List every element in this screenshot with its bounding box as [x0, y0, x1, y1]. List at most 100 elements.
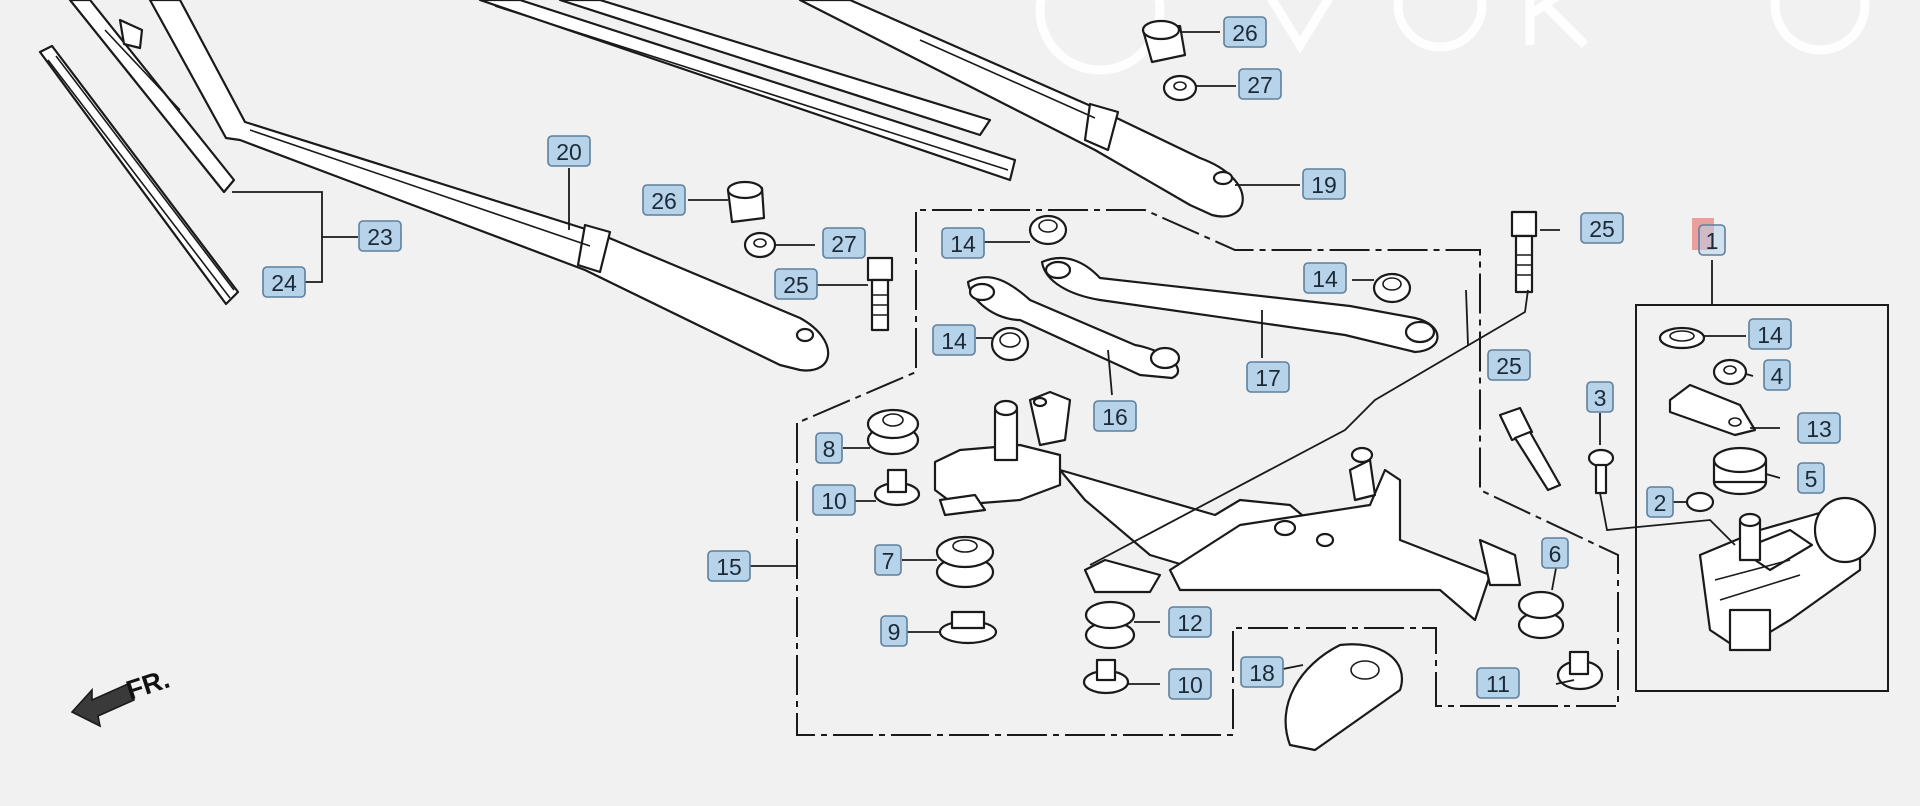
callout-17: 17 [1246, 361, 1290, 393]
grommet-8 [866, 408, 920, 456]
bushing-14-b [990, 326, 1030, 362]
cap-26-upper [1141, 19, 1187, 64]
callout-26: 26 [1223, 16, 1267, 48]
callout-19: 19 [1302, 168, 1346, 200]
callout-15: 15 [707, 550, 751, 582]
callout-box [880, 615, 908, 647]
callout-box [707, 550, 751, 582]
callout-box [1487, 349, 1531, 381]
callout-box [941, 227, 985, 259]
callout-16: 16 [1093, 400, 1137, 432]
linkage-bar [1058, 446, 1522, 622]
callout-number: 16 [1102, 404, 1128, 430]
callout-8: 8 [815, 432, 843, 464]
callout-27: 27 [822, 227, 866, 259]
callout-number: 10 [1177, 672, 1203, 698]
callout-number: 26 [651, 188, 677, 214]
callout-box [874, 544, 902, 576]
arrow-icon [70, 682, 136, 728]
callout-number: 14 [941, 328, 967, 354]
callout-number: 6 [1549, 541, 1562, 567]
callout-box [1797, 462, 1825, 494]
bolt-25-right-top [1510, 210, 1538, 294]
pivot-assembly [933, 390, 1072, 517]
callout-12: 12 [1168, 606, 1212, 638]
callout-number: 24 [271, 270, 297, 296]
callout-box [1476, 667, 1520, 699]
callout-7: 7 [874, 544, 902, 576]
callout-box [774, 268, 818, 300]
bushing-5 [1712, 446, 1768, 496]
callout-number: 3 [1594, 385, 1607, 411]
collar-9 [938, 610, 998, 645]
cap-2 [1685, 491, 1715, 513]
callout-4: 4 [1763, 359, 1791, 391]
callout-14: 14 [941, 227, 985, 259]
callout-number: 1 [1706, 228, 1719, 254]
callout-14: 14 [932, 324, 976, 356]
callout-10: 10 [1168, 668, 1212, 700]
callout-25: 25 [1487, 349, 1531, 381]
bolt-3 [1587, 448, 1615, 495]
seal-14-d [1658, 326, 1706, 350]
callout-number: 4 [1771, 363, 1784, 389]
wiper-arm-19 [798, 0, 1244, 218]
wiper-motor [1698, 496, 1877, 652]
callout-9: 9 [880, 615, 908, 647]
callout-3: 3 [1586, 381, 1614, 413]
callout-13: 13 [1797, 412, 1841, 444]
front-direction-arrow: FR. [70, 664, 174, 728]
grommet-7 [935, 535, 995, 589]
callout-number: 25 [783, 272, 809, 298]
front-indicator-label: FR. [123, 664, 174, 706]
callout-box [1303, 262, 1347, 294]
callout-box [358, 220, 402, 252]
collar-10-b [1082, 658, 1130, 695]
callout-box [932, 324, 976, 356]
callout-box [1223, 16, 1267, 48]
bolt-25-center [1498, 406, 1562, 492]
wiper-blade-upper [478, 0, 1017, 182]
wiper-blade-24 [38, 44, 240, 306]
callout-box [812, 484, 856, 516]
watermark [1035, 0, 1870, 75]
leader-lines [568, 31, 1781, 685]
wiper-blade-23 [68, 0, 236, 194]
callout-box [1580, 212, 1624, 244]
callout-number: 25 [1496, 353, 1522, 379]
callout-box [547, 135, 591, 167]
bushing-14-c [1372, 272, 1412, 304]
callout-number: 10 [821, 488, 847, 514]
callout-box [1302, 168, 1346, 200]
callout-number: 14 [950, 231, 976, 257]
callout-box [1168, 668, 1212, 700]
callout-11: 11 [1476, 667, 1520, 699]
group-box-1 [1635, 304, 1889, 692]
grommet-6 [1517, 590, 1565, 640]
callout-number: 15 [716, 554, 742, 580]
bolt-25-left [866, 256, 894, 332]
callout-14: 14 [1303, 262, 1347, 294]
callout-number: 2 [1654, 490, 1667, 516]
callout-box [1541, 537, 1569, 569]
callout-number: 23 [367, 224, 393, 250]
callout-box [262, 266, 306, 298]
callout-box [1748, 318, 1792, 350]
callout-number: 20 [556, 139, 582, 165]
callout-box [1093, 400, 1137, 432]
callout-number: 27 [1247, 72, 1273, 98]
callout-number: 7 [882, 548, 895, 574]
wiper-arm-20 [148, 0, 830, 372]
callout-box [1246, 361, 1290, 393]
collar-10-a [873, 468, 921, 507]
callout-1: 1 [1698, 224, 1726, 256]
callout-14: 14 [1748, 318, 1792, 350]
callout-number: 18 [1249, 660, 1275, 686]
linkage-rod-17 [1040, 257, 1439, 354]
group-box-15 [796, 209, 1619, 736]
callout-23: 23 [358, 220, 402, 252]
cap-26-left [726, 180, 766, 224]
callout-number: 19 [1311, 172, 1337, 198]
